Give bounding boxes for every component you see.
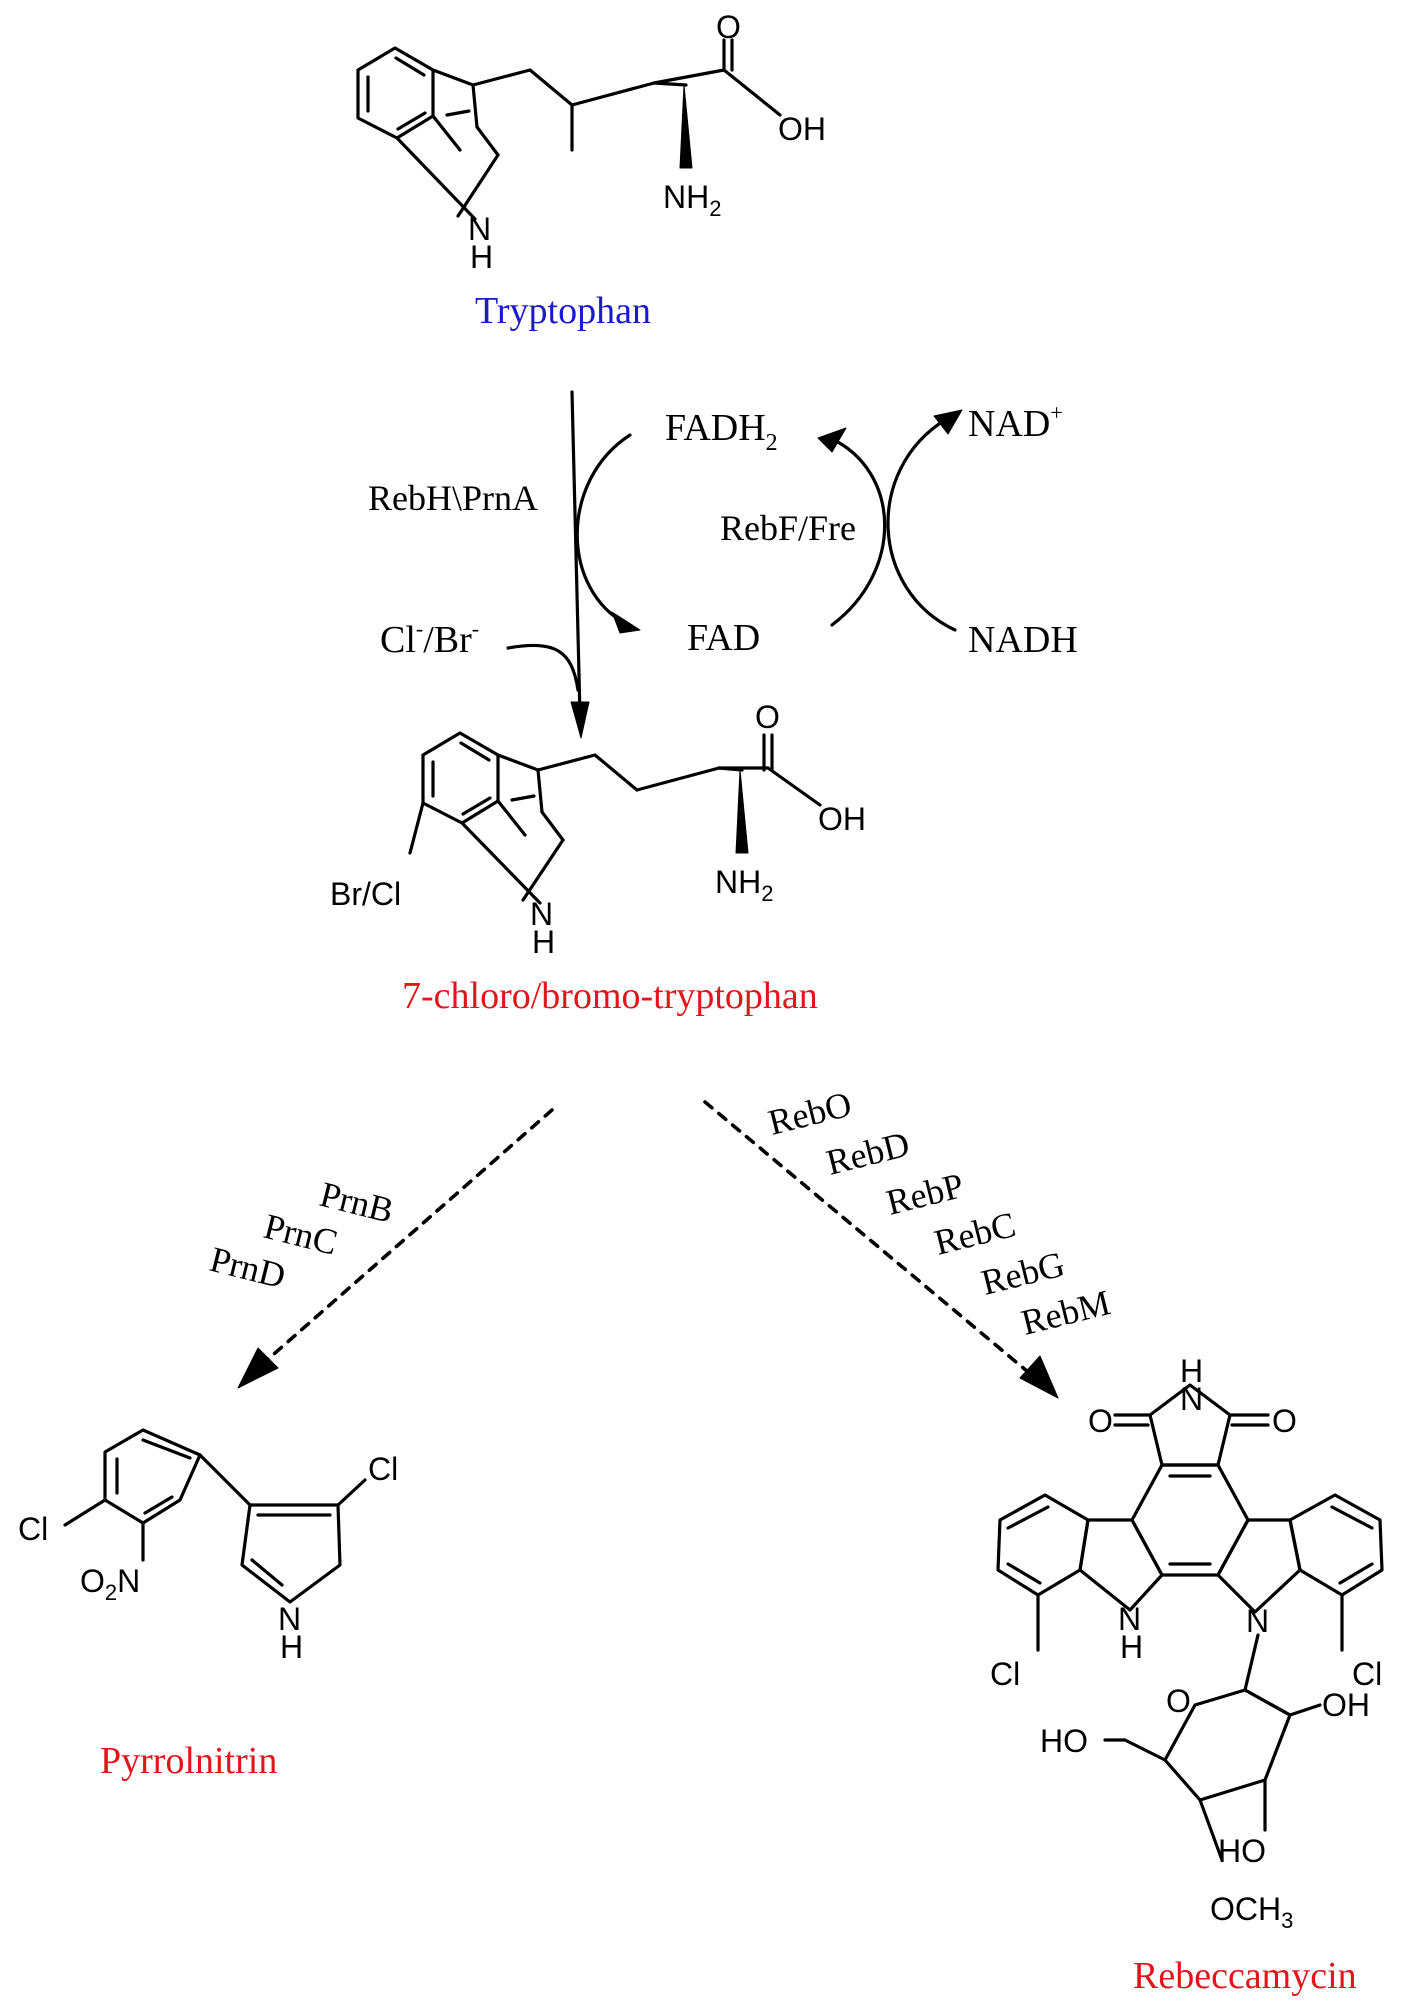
nadh-label: NADH xyxy=(968,619,1078,661)
reductase-arc-fad xyxy=(817,427,887,627)
tryptophan-nh2: NH2 xyxy=(663,179,721,221)
halotryptophan-structure xyxy=(408,731,822,905)
rebeccamycin-cl-left: Cl xyxy=(990,1656,1020,1692)
tryptophan-h: H xyxy=(470,239,493,275)
pyrrolnitrin-n: N xyxy=(278,1601,301,1637)
rebeccamycin-oh: OH xyxy=(1322,1687,1370,1723)
pyrrolnitrin-cl-right: Cl xyxy=(368,1451,398,1487)
halotryptophan-atom-labels: O OH NH2 N H Br/Cl xyxy=(330,699,866,960)
halogenation-arrow xyxy=(570,390,590,739)
enzyme-rebp: RebP xyxy=(882,1165,967,1223)
tryptophan-name: Tryptophan xyxy=(475,290,651,332)
enzyme-rebc: RebC xyxy=(930,1204,1019,1263)
rebeccamycin-ho-left: HO xyxy=(1040,1723,1088,1759)
pyrrolnitrin-atom-labels: Cl O2N Cl N H xyxy=(18,1451,398,1665)
pyrrolnitrin-arrow xyxy=(237,1108,554,1389)
nad-label: NAD+ xyxy=(968,400,1063,445)
rebeccamycin-o-right: O xyxy=(1272,1403,1297,1439)
enzyme-rebh-prna: RebH\PrnA xyxy=(368,478,538,518)
rebeccamycin-och3: OCH3 xyxy=(1210,1891,1293,1933)
halotryptophan-oh: OH xyxy=(818,801,866,837)
pyrrolnitrin-name: Pyrrolnitrin xyxy=(100,1740,277,1782)
rebeccamycin-n-imide: N xyxy=(1180,1381,1203,1417)
rebeccamycin-enzyme-list: RebO RebD RebP RebC RebG RebM xyxy=(764,1084,1114,1343)
halotryptophan-n: N xyxy=(530,896,553,932)
halotryptophan-o: O xyxy=(755,699,780,735)
rebeccamycin-n-right: N xyxy=(1246,1603,1269,1639)
reductase-label: RebF/Fre xyxy=(720,508,856,548)
tryptophan-n: N xyxy=(468,211,491,247)
pyrrolnitrin-h: H xyxy=(280,1629,303,1665)
rebeccamycin-h-imide: H xyxy=(1180,1353,1203,1389)
tryptophan-structure xyxy=(356,38,782,221)
tryptophan-o: O xyxy=(716,9,741,45)
pyrrolnitrin-nitro: O2N xyxy=(80,1563,140,1605)
reductase-arc-nad xyxy=(886,409,963,632)
rebeccamycin-n-left: N xyxy=(1118,1601,1141,1637)
halotryptophan-nh2: NH2 xyxy=(715,864,773,906)
tryptophan-oh: OH xyxy=(778,111,826,147)
rebeccamycin-ho-bottom: HO xyxy=(1218,1833,1266,1869)
halotryptophan-name: 7-chloro/bromo-tryptophan xyxy=(402,975,818,1017)
pyrrolnitrin-enzyme-list: PrnB PrnC PrnD xyxy=(206,1174,398,1296)
pyrrolnitrin-cl-left: Cl xyxy=(18,1511,48,1547)
fad-cycle-arc xyxy=(575,433,641,634)
rebeccamycin-o-ring: O xyxy=(1166,1683,1191,1719)
rebeccamycin-atom-labels: H N O O N H N Cl Cl O OH HO HO OCH3 xyxy=(990,1353,1382,1933)
halide-arrow xyxy=(506,643,580,692)
rebeccamycin-o-left: O xyxy=(1088,1403,1113,1439)
halotryptophan-h: H xyxy=(532,924,555,960)
tryptophan-atom-labels: O OH NH2 N H xyxy=(468,9,826,275)
halotryptophan-halogen: Br/Cl xyxy=(330,876,401,912)
rebeccamycin-name: Rebeccamycin xyxy=(1133,1955,1357,1997)
rebeccamycin-h-left: H xyxy=(1120,1629,1143,1665)
fadh2-label: FADH2 xyxy=(665,407,778,456)
enzyme-rebd: RebD xyxy=(822,1124,913,1183)
rebeccamycin-arrow xyxy=(703,1100,1059,1399)
enzyme-rebo: RebO xyxy=(764,1084,855,1143)
pyrrolnitrin-structure xyxy=(63,1428,367,1604)
rebeccamycin-structure xyxy=(996,1383,1384,1862)
halide-label: Cl-/Br- xyxy=(380,616,479,661)
fad-label: FAD xyxy=(687,617,760,659)
rebeccamycin-cl-right: Cl xyxy=(1352,1656,1382,1692)
